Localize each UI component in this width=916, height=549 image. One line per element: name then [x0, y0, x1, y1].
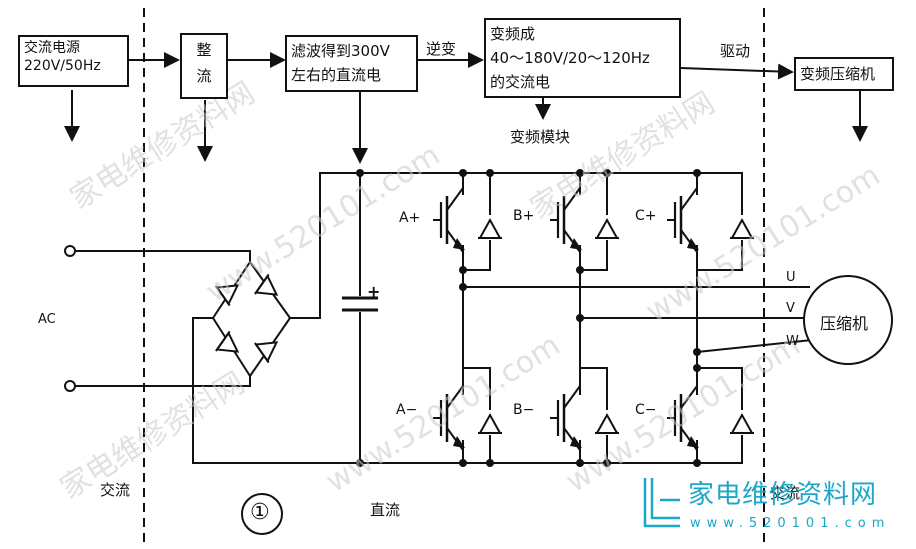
switch-b-minus-label: B−	[513, 402, 535, 418]
switch-a-plus-label: A+	[399, 210, 421, 226]
drive-label: 驱动	[720, 42, 751, 60]
inverter-line1: 变频成	[490, 25, 536, 43]
rectifier-line1: 整	[196, 41, 212, 59]
igbt-b-minus	[548, 384, 584, 452]
ac-source-block: 交流电源 220V/50Hz	[18, 35, 129, 87]
rectifier-block: 整 流	[180, 33, 228, 99]
capacitor-plus-sign: +	[367, 282, 381, 301]
rectifier-line2: 流	[196, 67, 212, 85]
filter-line2: 左右的直流电	[291, 66, 382, 84]
inverter-line2: 40～180V/20～120Hz	[490, 49, 650, 67]
logo-mark	[643, 478, 680, 528]
motor-label: 压缩机	[820, 314, 869, 333]
switch-c-minus-label: C−	[635, 402, 657, 418]
filter-block: 滤波得到300V 左右的直流电	[285, 35, 418, 92]
switch-c-plus-label: C+	[635, 208, 657, 224]
site-logo-text: 家电维修资料网	[688, 480, 878, 510]
switch-b-plus-label: B+	[513, 208, 535, 224]
inverter-line3: 的交流电	[490, 73, 551, 91]
compressor-motor-circle	[803, 275, 893, 365]
compressor-block: 变频压缩机	[794, 57, 894, 91]
filter-line1: 滤波得到300V	[291, 42, 390, 60]
module-label: 变频模块	[510, 128, 571, 146]
ac-source-line2: 220V/50Hz	[24, 58, 101, 74]
inverter-output-block: 变频成 40～180V/20～120Hz 的交流电	[484, 18, 681, 98]
invert-label: 逆变	[426, 40, 457, 58]
ac-input-label: AC	[38, 312, 56, 327]
switch-a-minus-label: A−	[396, 402, 418, 418]
phase-w-label: W	[786, 334, 799, 349]
zone-label-ac-right: 交流	[770, 484, 801, 502]
zone-label-dc: 直流	[370, 501, 401, 519]
phase-v-label: V	[786, 301, 795, 316]
site-logo-url: www.520101.com	[690, 516, 891, 531]
igbt-a-plus	[431, 186, 467, 254]
igbt-c-plus	[665, 186, 701, 254]
ac-source-line1: 交流电源	[24, 40, 80, 56]
figure-number: ①	[250, 500, 270, 525]
zone-label-ac-left: 交流	[100, 481, 131, 499]
phase-u-label: U	[786, 270, 796, 285]
